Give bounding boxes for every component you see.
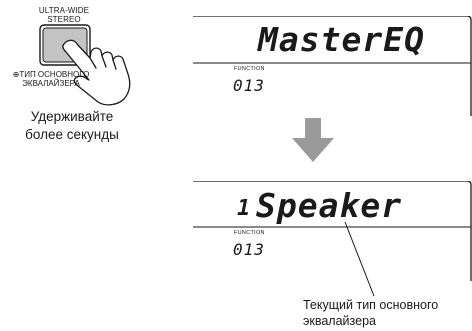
- display-bottom-main-text: Speaker: [256, 186, 403, 225]
- display-bottom-frame: [193, 181, 472, 281]
- callout-line2: эквалайзера: [303, 314, 376, 328]
- button-caption-line1: ULTRA-WIDE: [38, 6, 90, 15]
- button-caption: ULTRA-WIDE STEREO: [22, 6, 106, 24]
- display-bottom-number: 013: [233, 240, 265, 259]
- display-top-function-label: FUNCTION: [234, 66, 265, 72]
- instruction-line2: более секунды: [25, 127, 119, 142]
- callout-line1: Текущий тип основного: [303, 298, 439, 312]
- callout-leader-line: [344, 221, 375, 297]
- hand-press-icon: [62, 39, 131, 106]
- display-bottom-function-label: FUNCTION: [234, 230, 265, 236]
- display-top-number: 013: [233, 76, 265, 95]
- button-function-line2: ЭКВАЛАЙЗЕРА: [22, 79, 80, 88]
- instruction-text: Удерживайте более секунды: [12, 108, 132, 144]
- instruction-line1: Удерживайте: [30, 109, 114, 124]
- display-top-frame: [193, 16, 472, 116]
- arrow-down-icon: [292, 118, 334, 162]
- button-caption-line2: STEREO: [47, 15, 81, 24]
- display-top-main-text: MasterEQ: [258, 20, 425, 59]
- button-function-label: ⊕ТИП ОСНОВНОГО ЭКВАЛАЙЗЕРА: [2, 70, 100, 88]
- button-function-line1: ⊕ТИП ОСНОВНОГО: [12, 70, 90, 79]
- display-bottom-index: 1: [237, 196, 251, 221]
- callout-text: Текущий тип основного эквалайзера: [303, 297, 472, 329]
